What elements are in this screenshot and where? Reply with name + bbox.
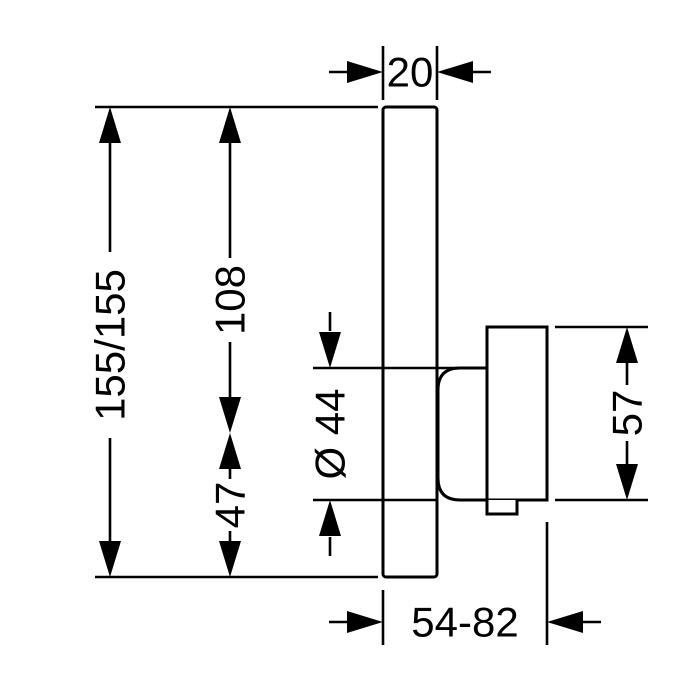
arrow-up-icon [616, 327, 638, 363]
dim-label-handle-diameter: Ø 44 [307, 388, 354, 479]
arrow-right-icon [347, 61, 383, 83]
dim-label-plate-depth: 20 [387, 49, 434, 96]
wall-plate [381, 105, 439, 579]
dimension-center-to-bottom: 47 [207, 433, 254, 577]
dimension-plate-size: 155/155 [87, 105, 378, 579]
arrow-up-icon [219, 433, 241, 469]
handle-grip [485, 325, 549, 502]
handle-sleeve [436, 366, 489, 502]
arrow-down-icon [319, 332, 341, 368]
arrow-down-icon [219, 397, 241, 433]
dim-label-installation-depth: 54-82 [411, 599, 518, 646]
dimension-installation-depth: 54-82 [329, 522, 601, 646]
arrow-down-icon [219, 541, 241, 577]
dimension-handle-height: 57 [555, 325, 651, 502]
dim-label-top-to-center: 108 [207, 265, 254, 335]
arrow-up-icon [319, 500, 341, 536]
dimension-handle-diameter: Ø 44 [307, 312, 462, 556]
dimension-plate-depth: 20 [329, 46, 491, 100]
arrow-left-icon [437, 61, 473, 83]
dim-label-center-to-bottom: 47 [207, 482, 254, 529]
dim-label-handle-height: 57 [604, 390, 651, 437]
arrow-down-icon [616, 464, 638, 500]
arrow-up-icon [99, 107, 121, 143]
arrow-down-icon [99, 541, 121, 577]
arrow-up-icon [219, 107, 241, 143]
arrow-left-icon [547, 611, 583, 633]
dim-label-plate-size: 155/155 [87, 269, 134, 421]
arrow-right-icon [347, 611, 383, 633]
product-outline [381, 105, 549, 579]
handle-notch [485, 500, 519, 516]
dimension-top-to-center: 108 [207, 107, 254, 433]
